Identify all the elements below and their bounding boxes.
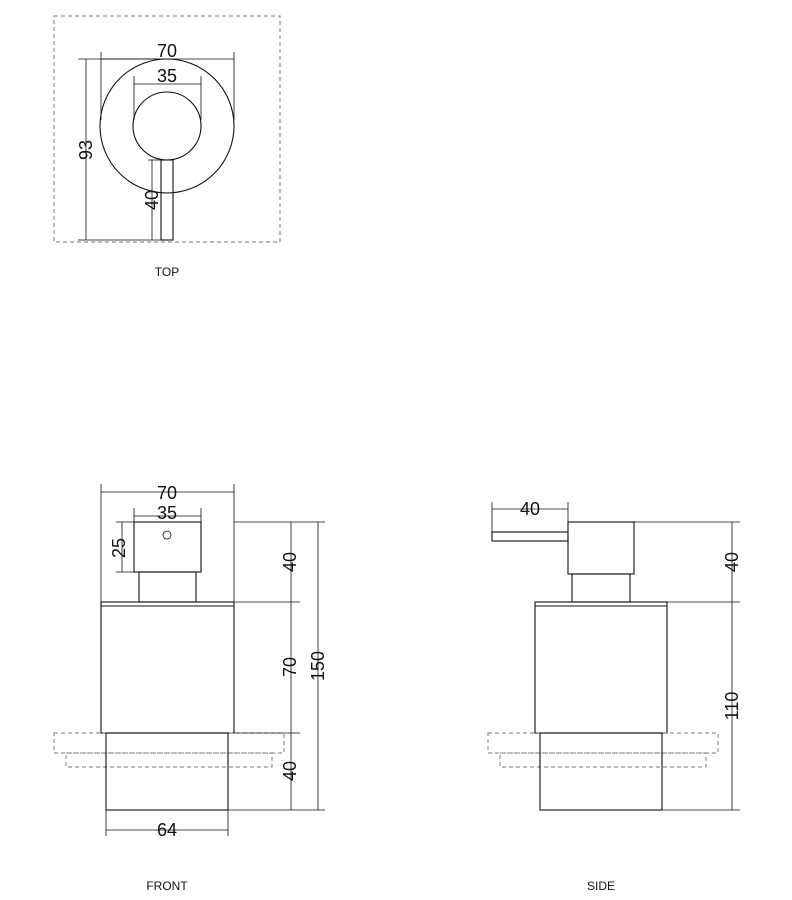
side-view-label: SIDE	[587, 879, 615, 893]
front-view-label: FRONT	[146, 879, 188, 893]
front-wall-plate	[53, 732, 285, 754]
side-wall-recess	[499, 752, 707, 768]
top-view-label: TOP	[155, 265, 179, 279]
side-body	[534, 601, 668, 734]
front-cap-dim: 25	[109, 538, 129, 558]
side-wall-plate	[487, 732, 719, 754]
top-inner-circle	[132, 91, 202, 161]
front-wall-recess	[65, 752, 273, 768]
front-body-dim: 70	[280, 657, 300, 677]
front-upper-dim: 40	[280, 552, 300, 572]
front-neck	[138, 571, 197, 603]
side-base	[539, 732, 663, 811]
top-inner-dim: 35	[157, 66, 177, 86]
front-inner-dim: 35	[157, 503, 177, 523]
side-cap	[567, 521, 635, 575]
front-total-dim: 150	[308, 651, 328, 681]
top-lever	[160, 159, 174, 241]
top-view-boundary	[53, 15, 281, 243]
side-lower-dim: 110	[722, 692, 742, 721]
front-cap-hole	[162, 530, 172, 540]
front-lower-dim: 40	[280, 761, 300, 781]
side-upper-dim: 40	[722, 552, 742, 572]
front-base-dim: 64	[157, 820, 177, 840]
front-body	[100, 601, 235, 734]
top-width-dim: 70	[157, 41, 177, 61]
front-width-dim: 70	[157, 483, 177, 503]
top-lever-dim: 40	[142, 190, 162, 210]
side-view: 40 40 110 SIDE	[487, 499, 742, 893]
top-view: 70 35 93 40 TOP	[53, 15, 281, 279]
top-height-dim: 93	[76, 140, 96, 160]
front-cap	[133, 521, 202, 573]
side-neck	[571, 573, 631, 603]
front-view: 70 35 25 40 70 40 150 64 FRONT	[53, 483, 328, 893]
side-lever-dim: 40	[520, 499, 540, 519]
front-base	[105, 732, 229, 811]
side-lever	[491, 531, 569, 542]
